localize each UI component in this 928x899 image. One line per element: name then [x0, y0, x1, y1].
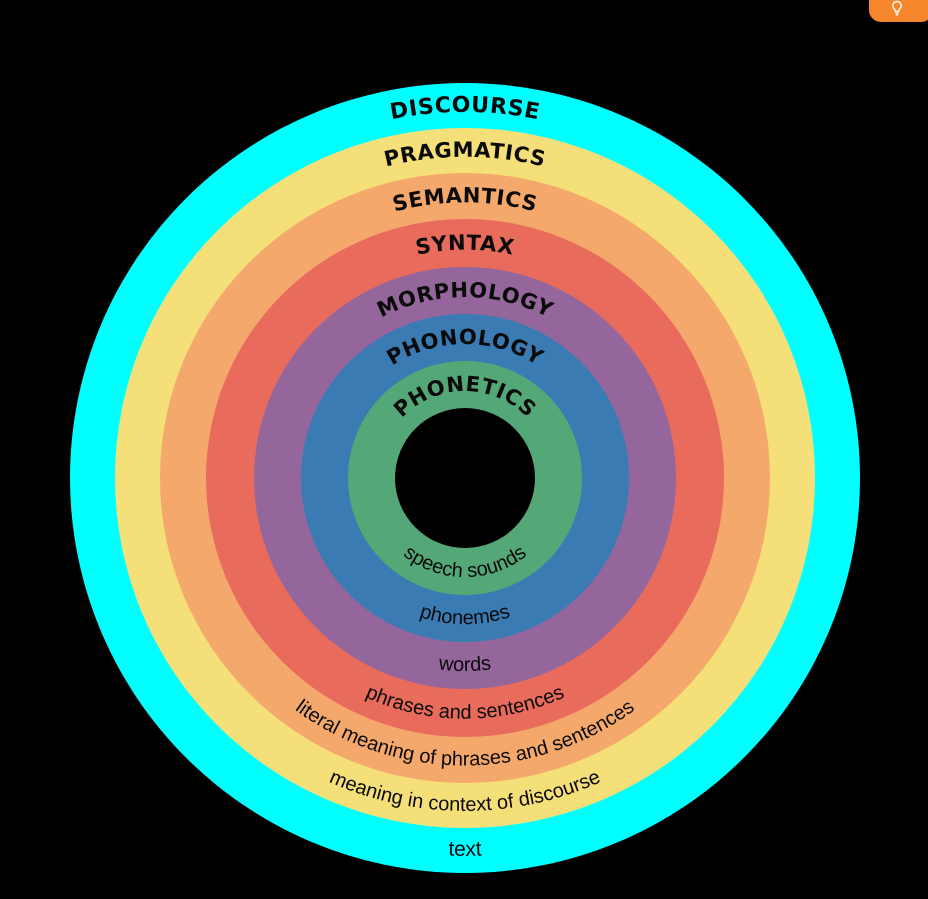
- center-hole: [395, 408, 535, 548]
- ring-description-discourse: text: [448, 838, 482, 861]
- hint-badge[interactable]: [869, 0, 928, 22]
- lightbulb-icon: [892, 0, 902, 16]
- ring-description-morphology: words: [437, 652, 492, 676]
